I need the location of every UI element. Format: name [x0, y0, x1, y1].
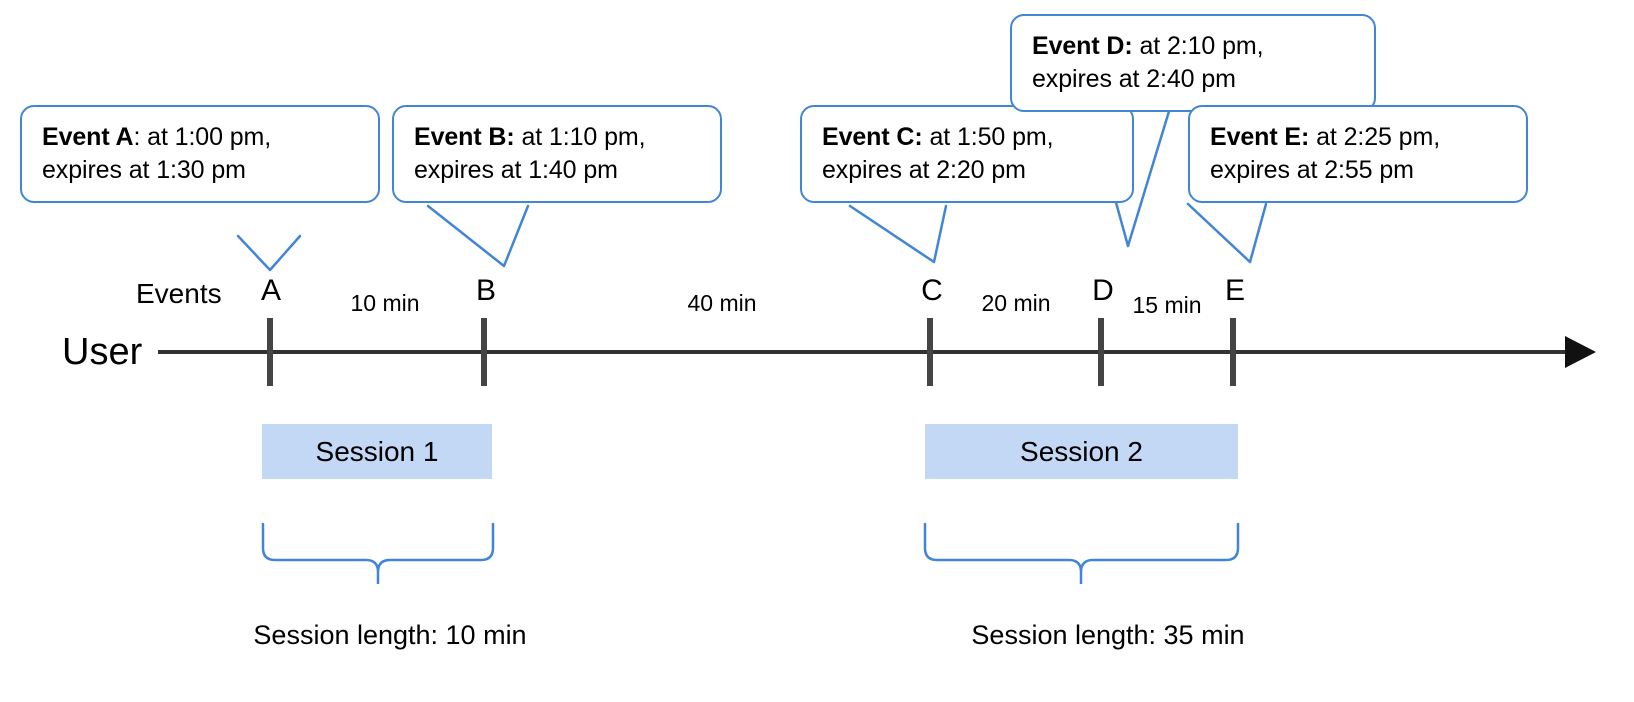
brace-session-1 — [261, 522, 495, 584]
axis-events-label: Events — [136, 278, 222, 309]
gap-label-a-b: 10 min — [350, 290, 420, 316]
callout-event-a-line2: expires at 1:30 pm — [42, 156, 246, 184]
gap-label-d-e: 15 min — [1132, 292, 1202, 318]
session-length-caption-1: Session length: 10 min — [253, 620, 527, 650]
gap-label-c-d: 20 min — [981, 290, 1051, 316]
session-bar-2[interactable]: Session 2 — [925, 424, 1238, 479]
callout-event-d-line2: expires at 2:40 pm — [1032, 65, 1236, 93]
gap-label-b-c: 40 min — [687, 290, 757, 316]
marker-label-a: A — [260, 274, 282, 307]
callout-event-a[interactable]: Event A: at 1:00 pm, expires at 1:30 pm — [20, 105, 380, 203]
time-axis — [158, 336, 1596, 368]
marker-label-e: E — [1224, 274, 1246, 307]
callout-event-d-name: Event D: — [1032, 32, 1133, 60]
event-tick-marks — [267, 318, 1236, 386]
callout-event-c[interactable]: Event C: at 1:50 pm, expires at 2:20 pm — [800, 105, 1134, 203]
callout-tail-C — [848, 204, 948, 264]
callout-event-e-name: Event E: — [1210, 123, 1310, 151]
callout-tail-B — [426, 204, 530, 268]
callout-event-c-line1: Event C: at 1:50 pm, — [822, 121, 1114, 154]
session-braces — [261, 522, 1240, 584]
marker-label-d: D — [1092, 274, 1114, 307]
callout-event-b-name: Event B: — [414, 123, 515, 151]
session-bar-1-label: Session 1 — [315, 435, 439, 467]
callout-event-a-line1: Event A: at 1:00 pm, — [42, 121, 360, 154]
brace-session-2 — [923, 522, 1240, 584]
callout-tail-A — [236, 234, 302, 272]
callout-event-c-detail: at 1:50 pm, — [922, 123, 1054, 151]
callout-event-e-detail: at 2:25 pm, — [1309, 123, 1441, 151]
callout-event-b[interactable]: Event B: at 1:10 pm, expires at 1:40 pm — [392, 105, 722, 203]
callout-event-e-line1: Event E: at 2:25 pm, — [1210, 121, 1508, 154]
callout-event-a-detail: at 1:00 pm, — [140, 123, 272, 151]
callout-event-c-name: Event C: — [822, 123, 923, 151]
marker-label-b: B — [475, 274, 497, 307]
callout-event-d-line1: Event D: at 2:10 pm, — [1032, 30, 1356, 63]
callout-event-a-separator: : — [133, 123, 141, 151]
callout-event-d-detail: at 2:10 pm, — [1132, 32, 1264, 60]
callout-event-e-line2: expires at 2:55 pm — [1210, 156, 1414, 184]
callout-event-d[interactable]: Event D: at 2:10 pm, expires at 2:40 pm — [1010, 14, 1376, 112]
callout-tail-E — [1186, 202, 1268, 264]
session-length-caption-2: Session length: 35 min — [971, 620, 1245, 650]
callout-event-a-name: Event A — [42, 123, 134, 151]
axis-row-label-user: User — [62, 331, 143, 373]
callout-event-b-line1: Event B: at 1:10 pm, — [414, 121, 702, 154]
session-bar-2-label: Session 2 — [1020, 435, 1143, 467]
callout-event-b-detail: at 1:10 pm, — [514, 123, 646, 151]
callout-event-b-line2: expires at 1:40 pm — [414, 156, 618, 184]
arrow-right-icon — [1565, 336, 1596, 368]
callout-event-c-line2: expires at 2:20 pm — [822, 156, 1026, 184]
callout-event-e[interactable]: Event E: at 2:25 pm, expires at 2:55 pm — [1188, 105, 1528, 203]
marker-label-c: C — [921, 274, 943, 307]
session-bar-1[interactable]: Session 1 — [262, 424, 492, 479]
